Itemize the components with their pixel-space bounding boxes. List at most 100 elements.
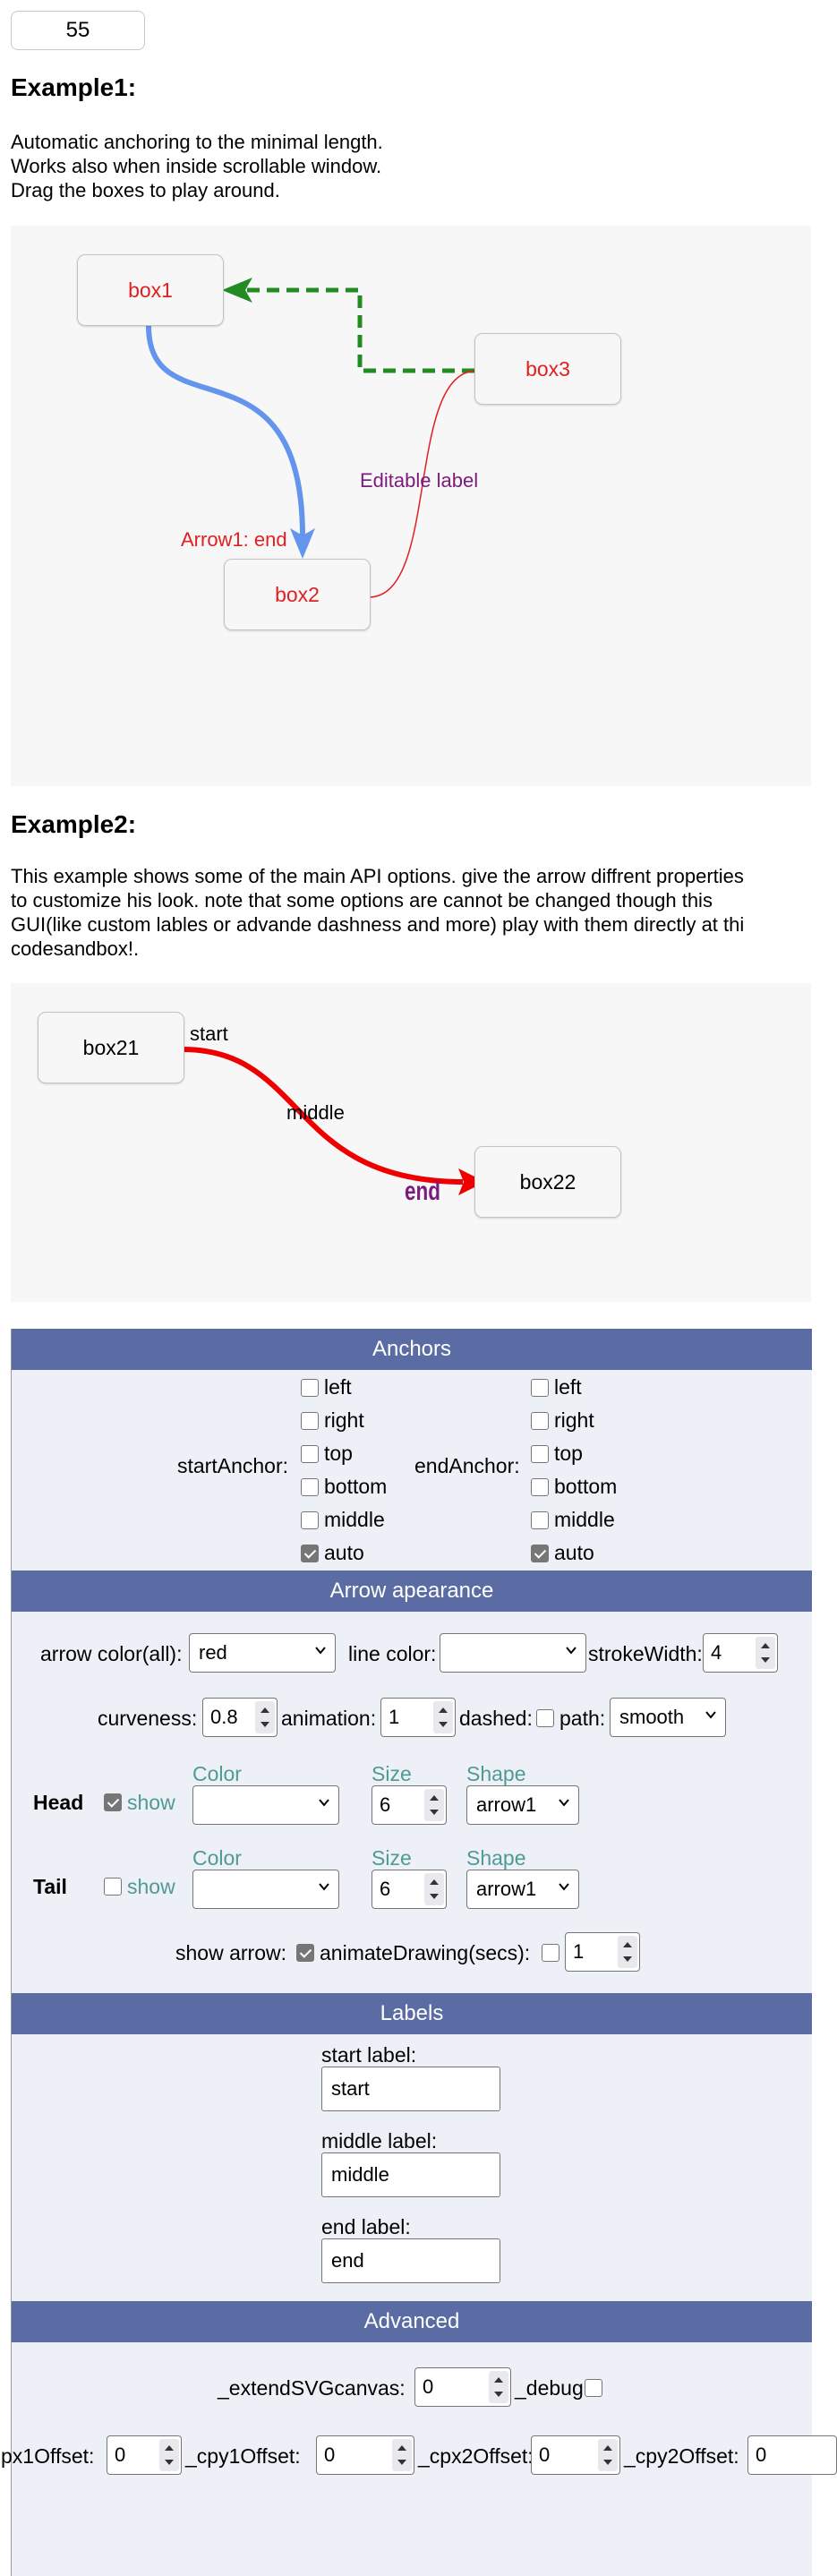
tail-label: Tail <box>33 1875 67 1898</box>
stepper-icon[interactable] <box>255 1701 275 1733</box>
anchors-header: Anchors <box>12 1329 812 1370</box>
animate-drawing-label: animateDrawing(secs): <box>320 1941 531 1964</box>
extend-svg-canvas-value: 0 <box>423 2375 434 2398</box>
end-anchor-bottom-checkbox[interactable] <box>531 1478 549 1496</box>
curveness-input[interactable]: 0.8 <box>202 1698 278 1737</box>
box3[interactable]: box3 <box>474 333 621 405</box>
start-anchor-auto-checkbox[interactable] <box>301 1545 319 1562</box>
head-size-input[interactable]: 6 <box>372 1785 447 1825</box>
head-size-value: 6 <box>380 1793 391 1816</box>
chevron-down-icon <box>559 1799 569 1807</box>
stroke-width-input[interactable]: 4 <box>703 1633 778 1673</box>
cpy2-offset-label: _cpy2Offset: <box>624 2444 739 2468</box>
cpy2-offset-input[interactable]: 0 <box>747 2435 837 2475</box>
animation-label: animation: <box>281 1707 377 1730</box>
dashed-label: dashed: <box>459 1707 533 1730</box>
start-anchor-bottom-checkbox[interactable] <box>301 1478 319 1496</box>
stepper-icon[interactable] <box>424 1873 444 1905</box>
head-shape-header: Shape <box>466 1762 526 1785</box>
tail-shape-select[interactable]: arrow1 <box>466 1870 579 1909</box>
head-size-header: Size <box>372 1762 412 1785</box>
anchors-body: startAnchor: endAnchor: left right top b… <box>12 1370 812 1570</box>
path-select[interactable]: smooth <box>610 1698 726 1737</box>
start-anchor-middle-label: middle <box>324 1508 385 1531</box>
stepper-icon[interactable] <box>392 2439 412 2471</box>
stepper-icon[interactable] <box>159 2439 179 2471</box>
head-color-header: Color <box>192 1762 242 1785</box>
head-shape-select[interactable]: arrow1 <box>466 1785 579 1825</box>
counter-display: 55 <box>11 11 145 50</box>
example2-desc-3: GUI(like custom lables or advande dashne… <box>11 913 745 936</box>
start-anchor-top-checkbox[interactable] <box>301 1445 319 1463</box>
middle-label-input[interactable]: middle <box>321 2152 500 2197</box>
head-color-select[interactable] <box>192 1785 339 1825</box>
end-anchor-right-checkbox[interactable] <box>531 1412 549 1430</box>
arrow-end-label: end <box>405 1177 441 1206</box>
example1-desc-2: Works also when inside scrollable window… <box>11 155 382 177</box>
start-anchor-middle-checkbox[interactable] <box>301 1511 319 1529</box>
tail-show-checkbox[interactable] <box>104 1878 122 1896</box>
example1-arrows <box>146 278 479 598</box>
end-anchor-bottom-label: bottom <box>554 1475 618 1498</box>
path-value: smooth <box>619 1706 685 1728</box>
arrow-start-label: start <box>190 1023 228 1045</box>
end-anchor-auto-label: auto <box>554 1541 594 1564</box>
tail-size-header: Size <box>372 1846 412 1870</box>
tail-color-select[interactable] <box>192 1870 339 1909</box>
tail-size-input[interactable]: 6 <box>372 1870 447 1909</box>
cpy1-offset-input[interactable]: 0 <box>316 2435 414 2475</box>
end-anchor-label: endAnchor: <box>414 1454 520 1477</box>
start-anchor-right-label: right <box>324 1408 364 1432</box>
path-label: path: <box>559 1707 606 1730</box>
box1[interactable]: box1 <box>77 254 224 326</box>
box2[interactable]: box2 <box>224 559 371 630</box>
stepper-icon[interactable] <box>424 1789 444 1821</box>
start-anchor-top-label: top <box>324 1442 353 1465</box>
stepper-icon[interactable] <box>433 1701 453 1733</box>
arrow3-line <box>368 370 479 598</box>
end-label-input[interactable]: end <box>321 2238 500 2283</box>
cpx2-offset-value: 0 <box>539 2443 551 2466</box>
chevron-down-icon <box>705 1711 716 1719</box>
px1-offset-input[interactable]: 0 <box>107 2435 182 2475</box>
end-label-caption: end label: <box>321 2215 411 2238</box>
arrow2-line <box>245 287 474 373</box>
start-anchor-right-checkbox[interactable] <box>301 1412 319 1430</box>
arrow1-end-label: Arrow1: end <box>181 528 287 551</box>
arrow-color-select[interactable]: red <box>189 1633 336 1673</box>
show-arrow-checkbox[interactable] <box>296 1944 314 1962</box>
line-color-select[interactable] <box>440 1633 586 1673</box>
editable-label[interactable]: Editable label <box>360 469 479 492</box>
end-anchor-top-checkbox[interactable] <box>531 1445 549 1463</box>
dashed-checkbox[interactable] <box>536 1709 554 1727</box>
head-show-checkbox[interactable] <box>104 1793 122 1811</box>
stepper-icon[interactable] <box>489 2371 508 2403</box>
start-anchor-left-checkbox[interactable] <box>301 1379 319 1397</box>
end-anchor-middle-label: middle <box>554 1508 615 1531</box>
box22[interactable]: box22 <box>474 1146 621 1218</box>
line-color-label: line color: <box>348 1642 437 1665</box>
stepper-icon[interactable] <box>598 2439 618 2471</box>
end-anchor-middle-checkbox[interactable] <box>531 1511 549 1529</box>
stepper-icon[interactable] <box>756 1637 775 1669</box>
debug-checkbox[interactable] <box>585 2379 602 2397</box>
end-anchor-left-checkbox[interactable] <box>531 1379 549 1397</box>
start-label-input[interactable]: start <box>321 2067 500 2111</box>
chevron-down-icon <box>315 1647 326 1655</box>
appearance-header: Arrow apearance <box>12 1570 812 1612</box>
start-anchor-bottom-label: bottom <box>324 1475 388 1498</box>
example1-desc-3: Drag the boxes to play around. <box>11 179 280 201</box>
box21[interactable]: box21 <box>38 1012 184 1083</box>
stepper-icon[interactable] <box>618 1936 637 1968</box>
animate-drawing-value: 1 <box>573 1940 585 1963</box>
extend-svg-canvas-input[interactable]: 0 <box>414 2367 511 2407</box>
end-anchor-auto-checkbox[interactable] <box>531 1545 549 1562</box>
animate-drawing-input[interactable]: 1 <box>565 1932 640 1972</box>
cpx2-offset-input[interactable]: 0 <box>531 2435 620 2475</box>
curveness-value: 0.8 <box>210 1706 238 1728</box>
animation-input[interactable]: 1 <box>380 1698 456 1737</box>
end-anchor-right-label: right <box>554 1408 594 1432</box>
animate-drawing-checkbox[interactable] <box>542 1944 559 1962</box>
example2-desc-1: This example shows some of the main API … <box>11 865 744 887</box>
arrow-middle-label: middle <box>286 1101 345 1124</box>
